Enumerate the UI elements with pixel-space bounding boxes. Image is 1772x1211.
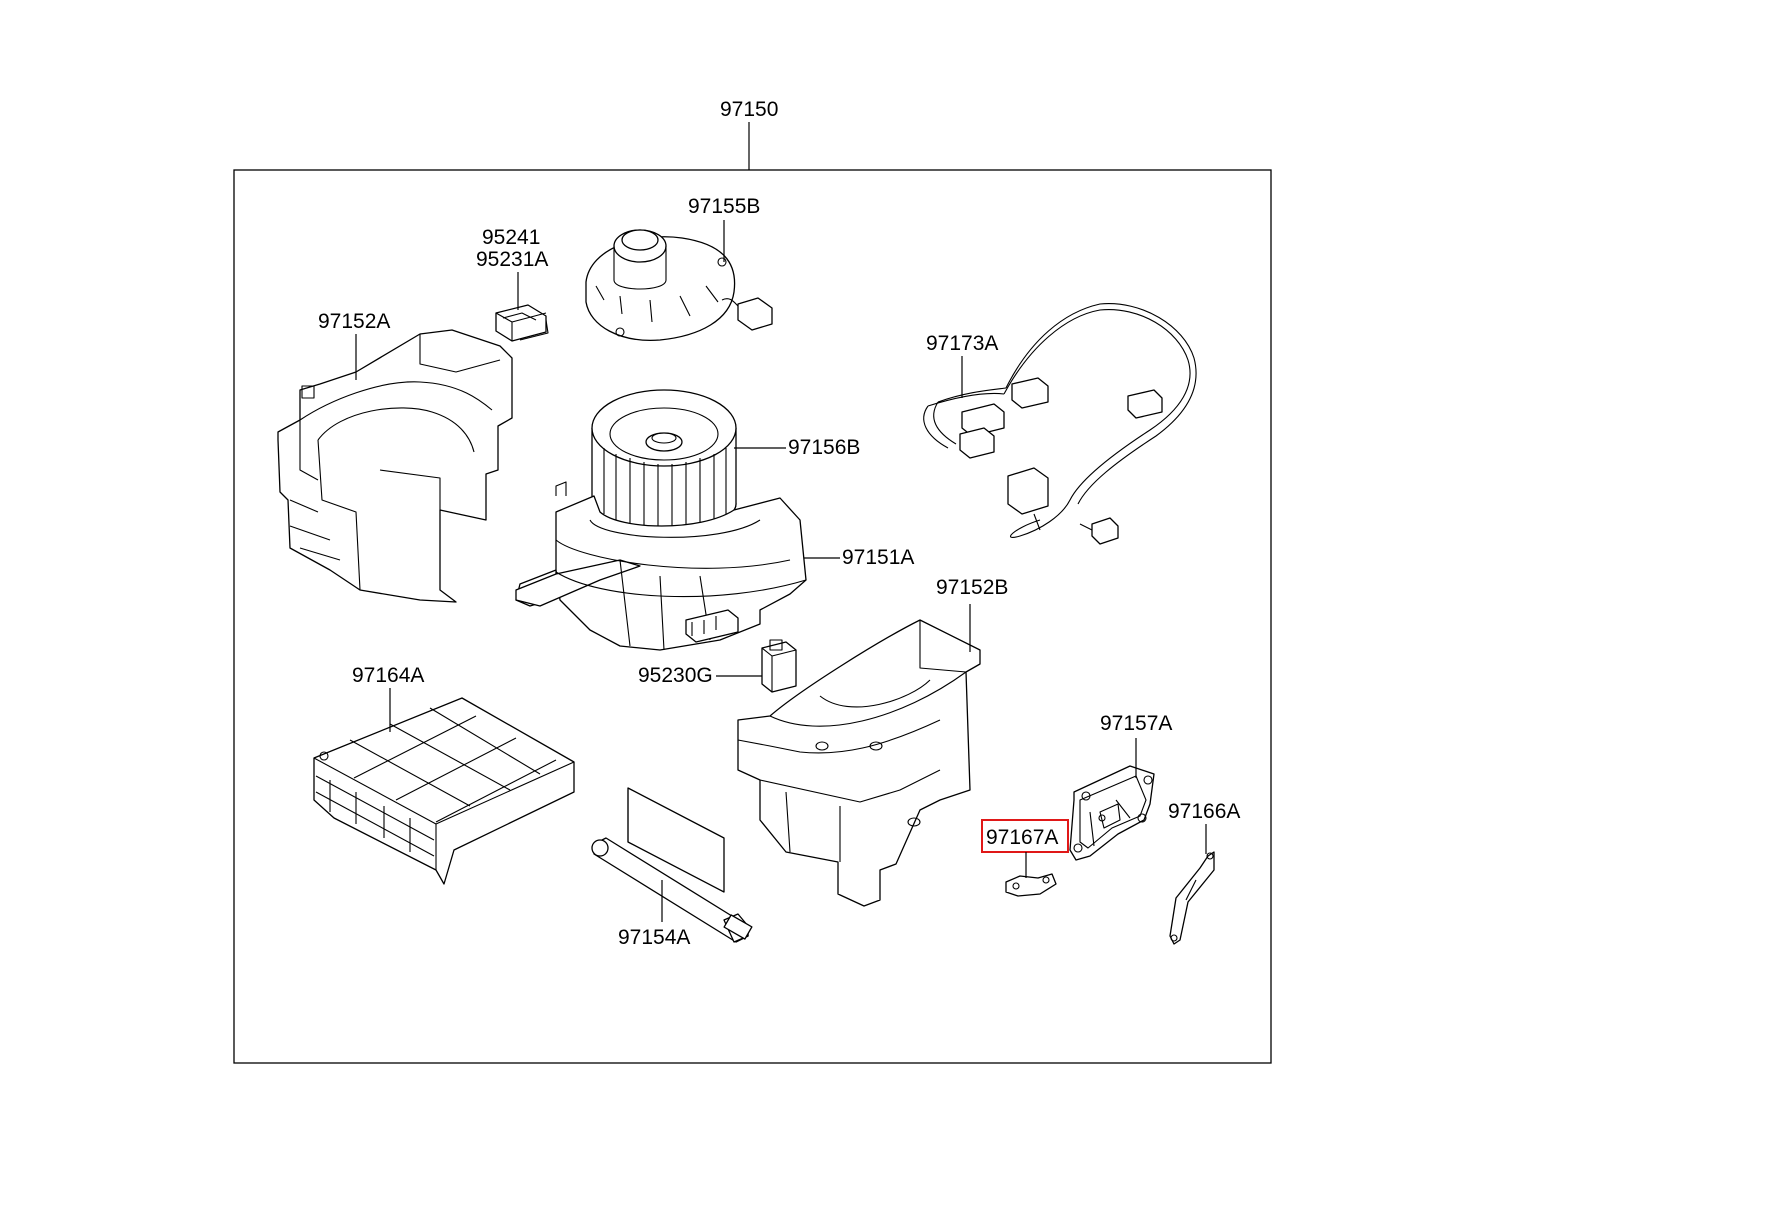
blower-motor-drawing (585, 229, 773, 341)
callout-97152b[interactable]: 97152B (936, 576, 1008, 599)
callout-97152a[interactable]: 97152A (318, 310, 390, 333)
highlight-box-97167a (981, 819, 1069, 853)
actuator-drawing (1069, 765, 1155, 861)
air-filter-drawing (313, 697, 575, 885)
callout-97156b[interactable]: 97156B (788, 436, 860, 459)
callout-97166a[interactable]: 97166A (1168, 800, 1240, 823)
callout-97157a[interactable]: 97157A (1100, 712, 1172, 735)
relay-connector-drawing (495, 304, 549, 342)
right-housing-drawing (737, 619, 981, 907)
scroll-housing-drawing (515, 481, 807, 651)
callout-95231a[interactable]: 95231A (476, 248, 548, 271)
callout-97154a[interactable]: 97154A (618, 926, 690, 949)
callout-97167a[interactable]: 97167A (986, 826, 1058, 849)
blower-fan-drawing (591, 389, 737, 531)
door-shaft-drawing (591, 787, 753, 943)
link-drawing (1005, 873, 1057, 897)
callout-95241[interactable]: 95241 (482, 226, 540, 249)
assembly-frame (233, 169, 1272, 1064)
wiring-harness-drawing (923, 303, 1197, 545)
lever-drawing (1169, 851, 1215, 945)
callout-97173a[interactable]: 97173A (926, 332, 998, 355)
callout-97150[interactable]: 97150 (720, 98, 778, 121)
callout-97164a[interactable]: 97164A (352, 664, 424, 687)
callout-97151a[interactable]: 97151A (842, 546, 914, 569)
callout-97155b[interactable]: 97155B (688, 195, 760, 218)
resistor-drawing (761, 639, 797, 693)
callout-95230g[interactable]: 95230G (638, 664, 713, 687)
left-housing-drawing (277, 329, 513, 603)
